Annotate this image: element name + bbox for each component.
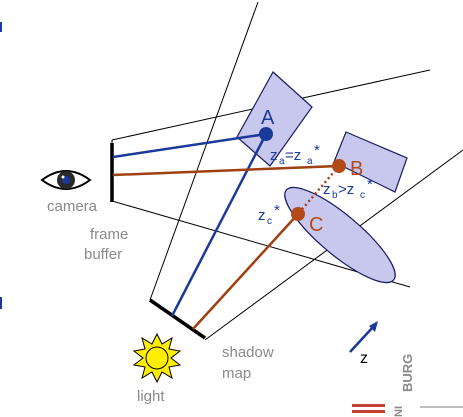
frame-buffer-label-2: buffer — [84, 246, 122, 263]
shadow-map-line — [149, 298, 206, 340]
point-c-label: C — [309, 214, 323, 236]
edge-mark-top — [0, 22, 2, 32]
occlusion-dotted-line — [297, 165, 340, 215]
camera-label: camera — [47, 198, 98, 215]
svg-text:z: z — [270, 147, 278, 164]
shadow-map-label-2: map — [222, 365, 251, 382]
svg-text:>z: >z — [338, 181, 354, 198]
z-axis-arrow-icon — [349, 321, 378, 353]
point-b-label: B — [350, 158, 363, 180]
depth-annotation-b: z b >z c * — [323, 176, 373, 201]
frame-buffer-label-1: frame — [90, 226, 128, 243]
logo-text: BURG — [400, 354, 415, 392]
svg-text:a: a — [279, 156, 285, 167]
svg-text:*: * — [314, 142, 320, 159]
camera-ray-a — [112, 132, 267, 159]
svg-text:c: c — [267, 216, 272, 227]
svg-text:b: b — [332, 190, 338, 201]
point-a — [259, 127, 273, 141]
point-c — [291, 207, 305, 221]
light-ray-a — [170, 133, 268, 317]
object-b — [333, 131, 408, 193]
logo-text-2: NI — [393, 406, 405, 417]
eye-icon — [40, 170, 92, 190]
camera-ray-b — [112, 164, 340, 177]
object-a — [236, 71, 313, 167]
shadow-map-label-1: shadow — [222, 344, 274, 361]
svg-text:c: c — [360, 190, 365, 201]
point-b — [332, 159, 346, 173]
svg-text:*: * — [367, 176, 373, 193]
svg-text:a: a — [307, 156, 313, 167]
svg-text:z: z — [258, 207, 266, 224]
point-a-label: A — [261, 107, 275, 129]
svg-text:z: z — [323, 181, 331, 198]
sun-icon — [132, 332, 182, 384]
edge-mark-bottom — [0, 297, 2, 309]
light-label: light — [137, 388, 165, 405]
light-ray-c — [192, 213, 299, 330]
svg-text:=z: =z — [285, 147, 301, 164]
z-axis-label: z — [360, 350, 368, 367]
depth-annotation-c: z c * — [258, 202, 280, 227]
svg-text:*: * — [274, 202, 280, 219]
university-logo: BURG NI — [352, 354, 463, 417]
object-c — [284, 186, 396, 284]
depth-annotation-a: z a =z a * — [270, 142, 320, 167]
